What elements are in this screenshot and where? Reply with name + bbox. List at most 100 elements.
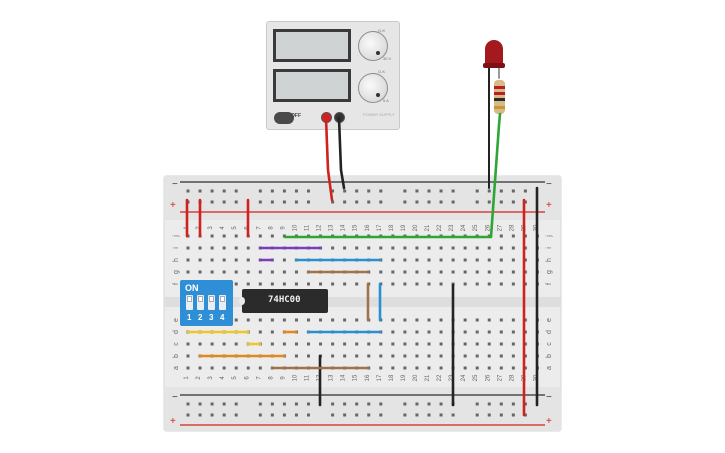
rail-hole[interactable] [210,200,214,204]
breadboard-hole[interactable] [246,366,250,370]
breadboard-hole[interactable] [367,342,371,346]
rail-hole[interactable] [403,413,407,417]
breadboard-hole[interactable] [487,246,491,250]
breadboard-hole[interactable] [246,270,250,274]
breadboard-hole[interactable] [415,282,419,286]
rail-hole[interactable] [475,402,479,406]
breadboard-hole[interactable] [258,234,262,238]
breadboard-hole[interactable] [499,234,503,238]
breadboard-hole[interactable] [475,246,479,250]
breadboard-hole[interactable] [343,354,347,358]
rail-hole[interactable] [343,189,347,193]
breadboard-hole[interactable] [403,282,407,286]
breadboard-hole[interactable] [487,354,491,358]
breadboard-hole[interactable] [379,366,383,370]
breadboard-hole[interactable] [475,330,479,334]
breadboard-hole[interactable] [343,318,347,322]
breadboard-hole[interactable] [415,354,419,358]
breadboard-hole[interactable] [523,270,527,274]
rail-hole[interactable] [282,200,286,204]
rail-hole[interactable] [331,200,335,204]
rail-hole[interactable] [294,189,298,193]
breadboard-hole[interactable] [439,342,443,346]
rail-hole[interactable] [523,402,527,406]
breadboard-hole[interactable] [439,354,443,358]
rail-hole[interactable] [258,200,262,204]
breadboard-hole[interactable] [523,354,527,358]
rail-hole[interactable] [258,189,262,193]
breadboard-hole[interactable] [222,270,226,274]
breadboard-hole[interactable] [499,354,503,358]
rail-hole[interactable] [186,189,190,193]
breadboard-hole[interactable] [511,342,515,346]
breadboard-hole[interactable] [391,258,395,262]
breadboard-hole[interactable] [391,270,395,274]
breadboard-hole[interactable] [463,258,467,262]
breadboard-hole[interactable] [499,270,503,274]
rail-hole[interactable] [294,200,298,204]
breadboard-hole[interactable] [511,366,515,370]
rail-hole[interactable] [307,200,310,204]
breadboard-hole[interactable] [307,318,310,322]
breadboard-hole[interactable] [234,270,238,274]
breadboard-hole[interactable] [246,318,250,322]
breadboard-hole[interactable] [463,282,467,286]
breadboard-hole[interactable] [379,246,383,250]
rail-hole[interactable] [294,413,298,417]
rail-hole[interactable] [439,413,443,417]
breadboard-hole[interactable] [463,270,467,274]
breadboard-hole[interactable] [210,270,214,274]
breadboard-hole[interactable] [282,270,286,274]
rail-hole[interactable] [186,402,190,406]
rail-hole[interactable] [355,402,359,406]
dip-switch-2[interactable] [197,295,204,310]
rail-hole[interactable] [307,189,310,193]
breadboard-hole[interactable] [523,282,527,286]
breadboard-hole[interactable] [415,366,419,370]
breadboard-hole[interactable] [355,318,359,322]
breadboard-hole[interactable] [222,342,226,346]
breadboard-hole[interactable] [391,342,395,346]
breadboard-hole[interactable] [307,354,310,358]
breadboard-hole[interactable] [270,342,274,346]
breadboard-hole[interactable] [499,342,503,346]
breadboard-hole[interactable] [282,342,286,346]
breadboard-hole[interactable] [463,342,467,346]
breadboard-hole[interactable] [415,258,419,262]
rail-hole[interactable] [511,189,515,193]
breadboard-hole[interactable] [427,282,431,286]
breadboard-hole[interactable] [391,330,395,334]
breadboard-hole[interactable] [439,270,443,274]
breadboard-hole[interactable] [294,282,298,286]
breadboard-hole[interactable] [331,354,335,358]
breadboard-hole[interactable] [270,234,274,238]
breadboard-hole[interactable] [403,354,407,358]
rail-hole[interactable] [210,413,214,417]
breadboard-hole[interactable] [439,258,443,262]
breadboard-hole[interactable] [403,318,407,322]
breadboard-hole[interactable] [427,366,431,370]
rail-hole[interactable] [234,189,238,193]
power-red-lead[interactable] [324,116,334,202]
breadboard-hole[interactable] [222,258,226,262]
rail-hole[interactable] [355,200,359,204]
breadboard-hole[interactable] [198,366,202,370]
breadboard-hole[interactable] [427,318,431,322]
breadboard-hole[interactable] [246,282,250,286]
jumper-wires[interactable] [185,65,539,417]
breadboard-hole[interactable] [403,246,407,250]
breadboard-hole[interactable] [234,246,238,250]
rail-hole[interactable] [427,189,431,193]
breadboard-hole[interactable] [234,282,238,286]
rail-hole[interactable] [379,189,383,193]
rail-hole[interactable] [234,402,238,406]
breadboard-hole[interactable] [210,246,214,250]
breadboard-hole[interactable] [210,342,214,346]
breadboard-hole[interactable] [186,258,190,262]
breadboard-hole[interactable] [270,270,274,274]
breadboard-hole[interactable] [415,342,419,346]
breadboard-hole[interactable] [258,366,262,370]
red-led[interactable] [485,40,503,66]
breadboard-hole[interactable] [487,318,491,322]
breadboard-hole[interactable] [355,282,359,286]
